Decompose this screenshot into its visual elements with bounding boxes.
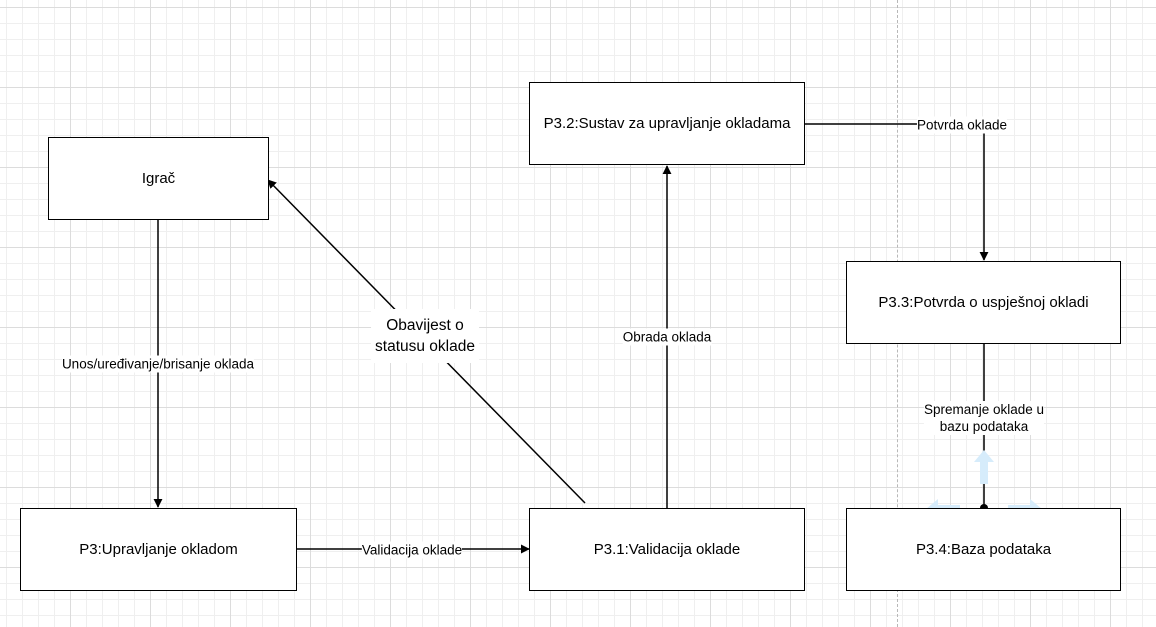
edge-label-potvrda[interactable]: Potvrda oklade xyxy=(916,116,1008,134)
edge-label-obrada[interactable]: Obrada oklada xyxy=(622,328,712,346)
edge-label-validacija[interactable]: Validacija oklade xyxy=(361,541,463,559)
edge-label-unos[interactable]: Unos/uređivanje/brisanje oklada xyxy=(61,355,255,373)
edge-label-spremanje-line2: bazu podataka xyxy=(939,419,1029,434)
edge-label-spremanje-line1: Spremanje oklade u xyxy=(923,402,1045,417)
connection-handle-up-icon[interactable] xyxy=(974,450,994,484)
node-p34-label: P3.4:Baza podataka xyxy=(915,541,1052,558)
node-p33-potvrda[interactable]: P3.3:Potvrda o uspješnoj okladi xyxy=(846,261,1121,344)
edge-potvrda[interactable] xyxy=(805,123,989,261)
node-p3-label: P3:Upravljanje okladom xyxy=(79,541,238,558)
node-p31-validacija[interactable]: P3.1:Validacija oklade xyxy=(529,508,805,591)
node-p32-sustav[interactable]: P3.2:Sustav za upravljanje okladama xyxy=(529,82,805,165)
node-p32-label: P3.2:Sustav za upravljanje okladama xyxy=(543,115,791,132)
node-p3-upravljanje[interactable]: P3:Upravljanje okladom xyxy=(20,508,297,591)
node-p34-baza[interactable]: P3.4:Baza podataka xyxy=(846,508,1121,591)
node-p33-label: P3.3:Potvrda o uspješnoj okladi xyxy=(878,294,1089,311)
node-igrac[interactable]: Igrač xyxy=(48,137,269,220)
edge-label-obavijest[interactable]: Obavijest o statusu oklade xyxy=(371,309,479,363)
node-p31-label: P3.1:Validacija oklade xyxy=(593,541,741,558)
edge-label-obavijest-line2: statusu oklade xyxy=(375,338,475,355)
node-igrac-label: Igrač xyxy=(141,170,176,187)
edge-label-spremanje[interactable]: Spremanje oklade u bazu podataka xyxy=(923,401,1045,435)
edge-label-obavijest-line1: Obavijest o xyxy=(386,317,464,334)
